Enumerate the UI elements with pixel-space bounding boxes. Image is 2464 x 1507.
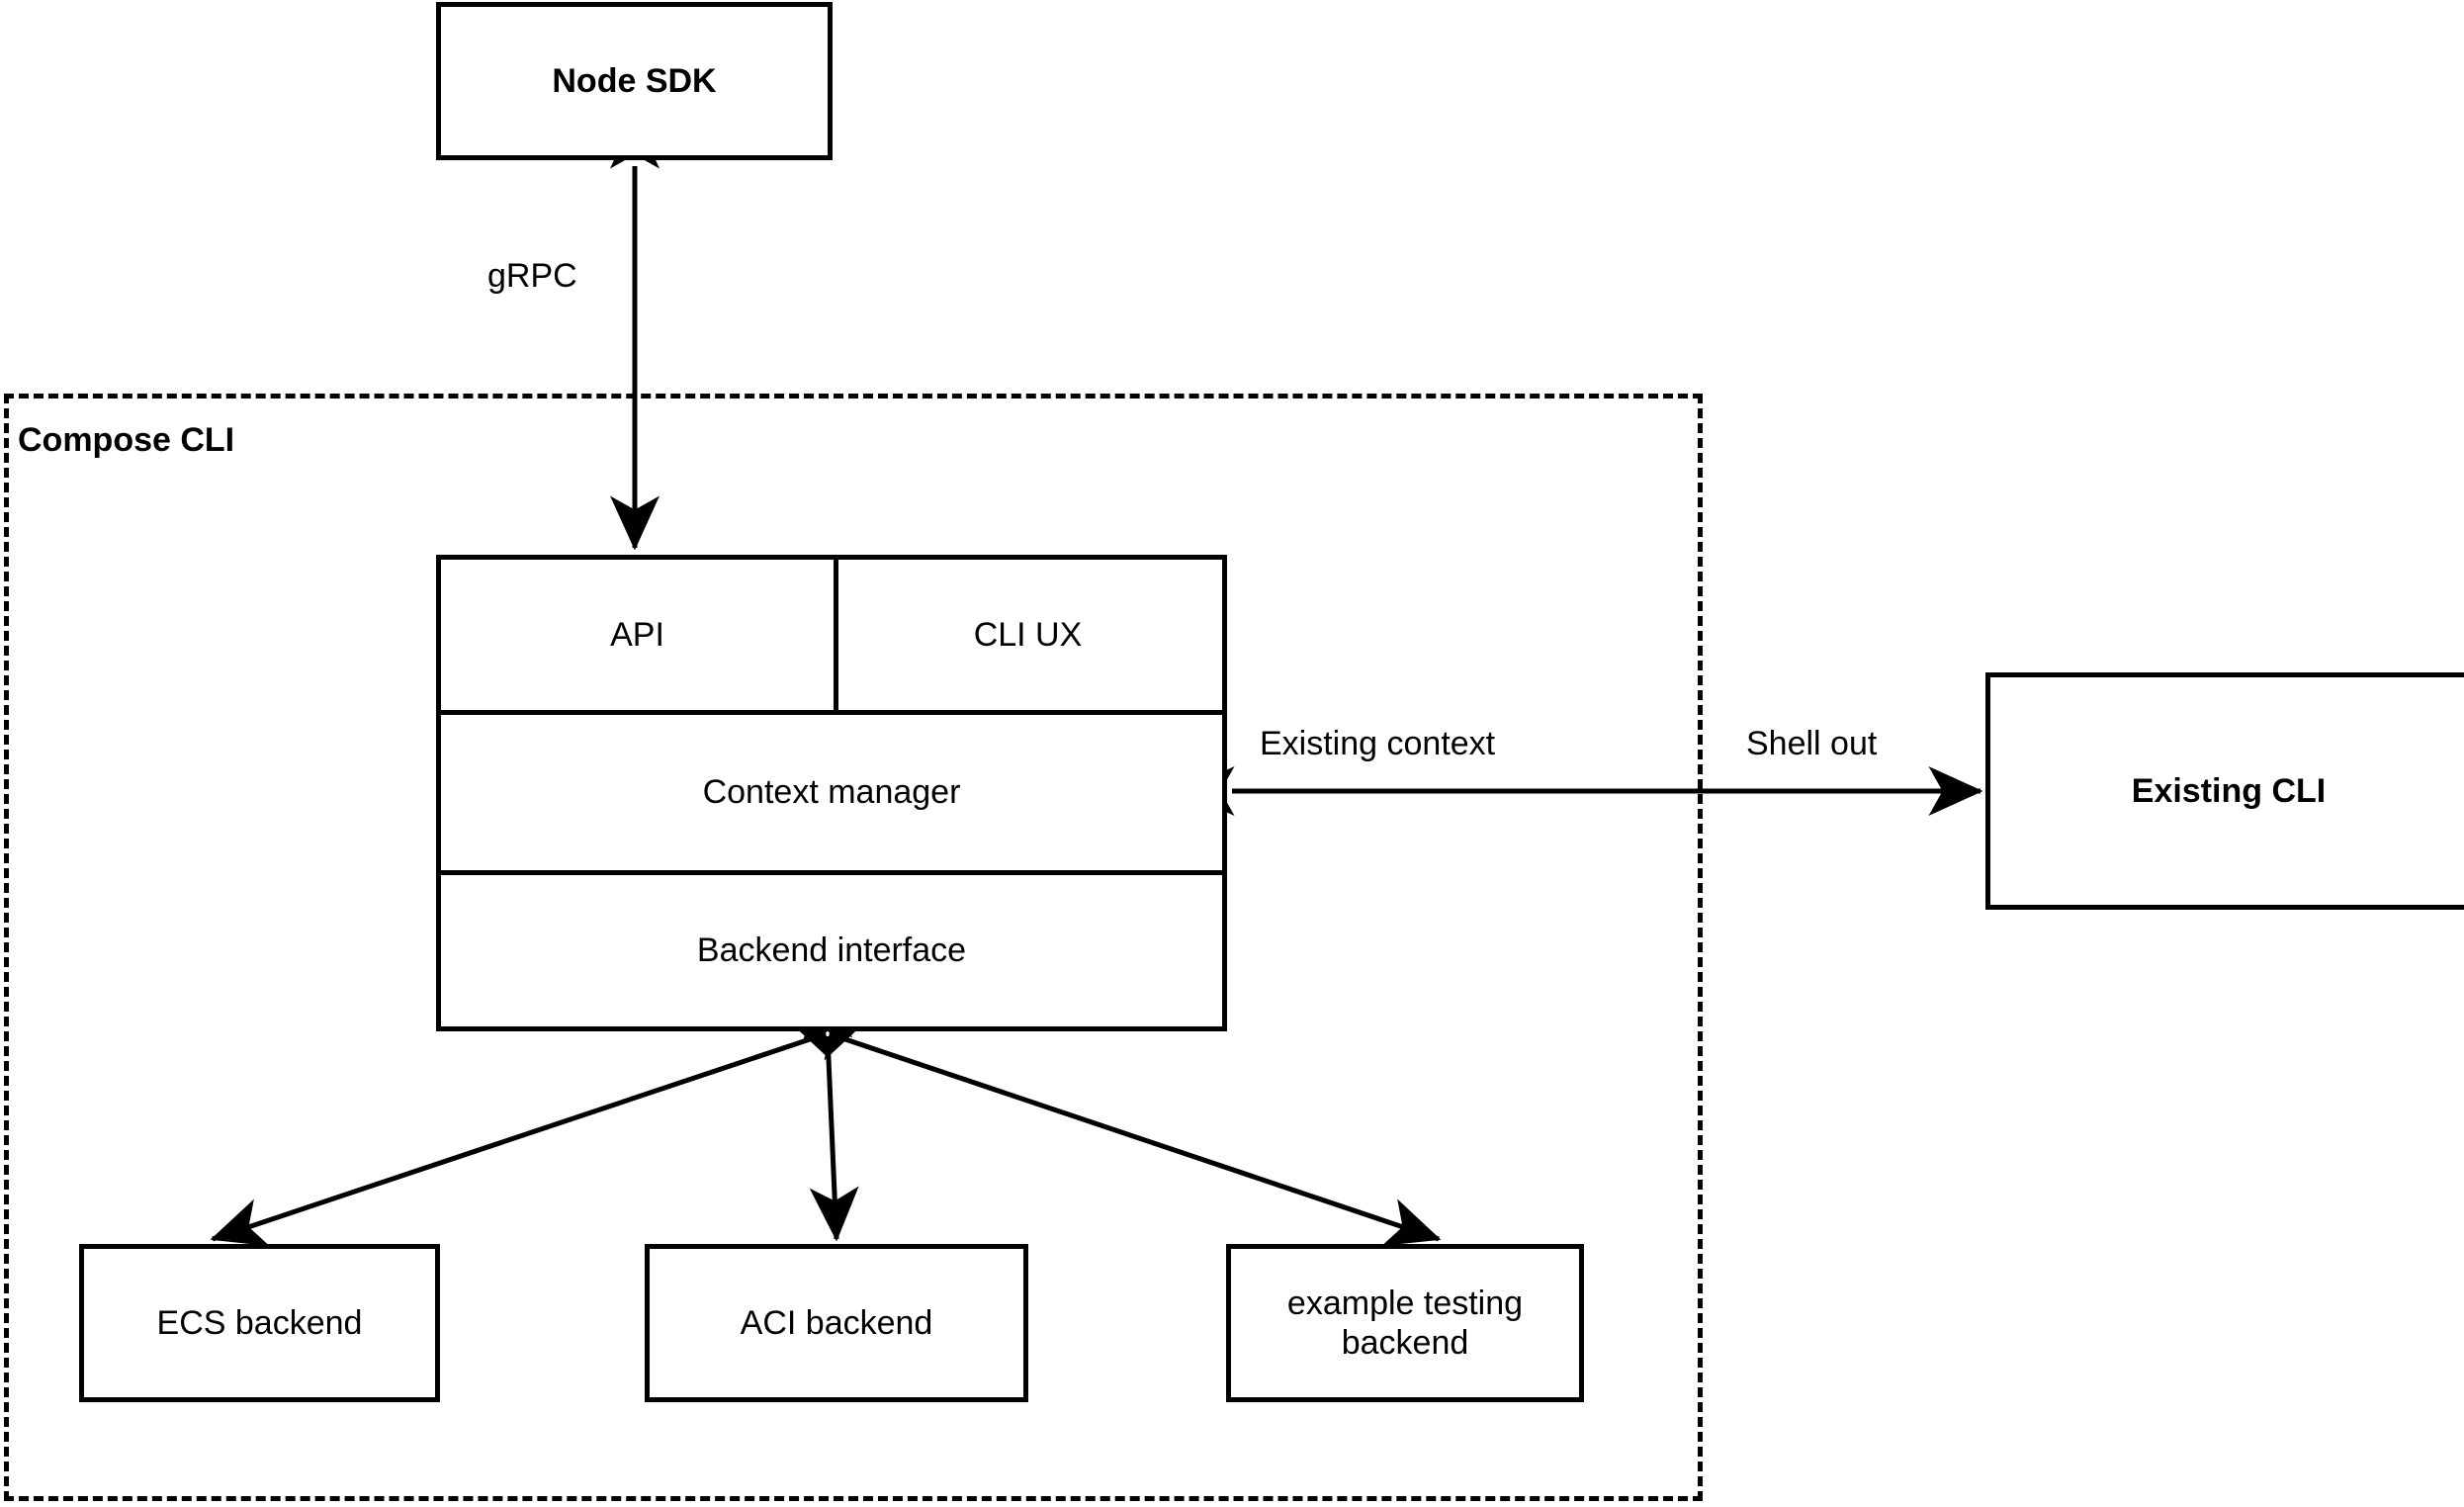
context-manager-label: Context manager <box>702 773 961 811</box>
existing-cli-box[interactable]: Existing CLI <box>1985 672 2464 910</box>
stack-divider-1 <box>441 710 1222 715</box>
compose-cli-stack: API CLI UX Context manager Backend inter… <box>436 555 1227 1031</box>
api-label: API <box>610 615 664 654</box>
stack-row-context-manager: Context manager <box>441 715 1222 870</box>
existing-cli-label: Existing CLI <box>2131 771 2327 810</box>
cli-ux-cell[interactable]: CLI UX <box>834 560 1222 710</box>
node-sdk-box[interactable]: Node SDK <box>436 2 833 160</box>
node-sdk-label: Node SDK <box>552 61 717 100</box>
stack-row-backend-interface: Backend interface <box>441 875 1222 1026</box>
existing-context-edge-label: Existing context <box>1260 725 1496 762</box>
stack-divider-2 <box>441 870 1222 875</box>
shell-out-edge-label: Shell out <box>1746 725 1878 762</box>
connector-example-testing <box>787 1014 1442 1246</box>
aci-backend-box[interactable]: ACI backend <box>645 1244 1028 1402</box>
api-cliux-divider <box>834 560 838 710</box>
example-testing-backend-label: example testing backend <box>1286 1284 1524 1362</box>
compose-cli-group <box>4 394 1703 1501</box>
compose-cli-group-title: Compose CLI <box>18 421 235 459</box>
grpc-edge-label: gRPC <box>487 257 577 295</box>
context-manager-cell[interactable]: Context manager <box>441 715 1222 870</box>
api-cell[interactable]: API <box>441 560 834 710</box>
stack-row-api-cliux: API CLI UX <box>441 560 1222 710</box>
example-testing-backend-box[interactable]: example testing backend <box>1226 1244 1584 1402</box>
ecs-backend-box[interactable]: ECS backend <box>79 1244 440 1402</box>
backend-interface-cell[interactable]: Backend interface <box>441 875 1222 1026</box>
connector-ecs <box>210 1014 868 1247</box>
backend-interface-label: Backend interface <box>696 931 967 969</box>
ecs-backend-label: ECS backend <box>156 1303 363 1342</box>
cli-ux-label: CLI UX <box>973 615 1083 654</box>
aci-backend-label: ACI backend <box>740 1303 933 1342</box>
